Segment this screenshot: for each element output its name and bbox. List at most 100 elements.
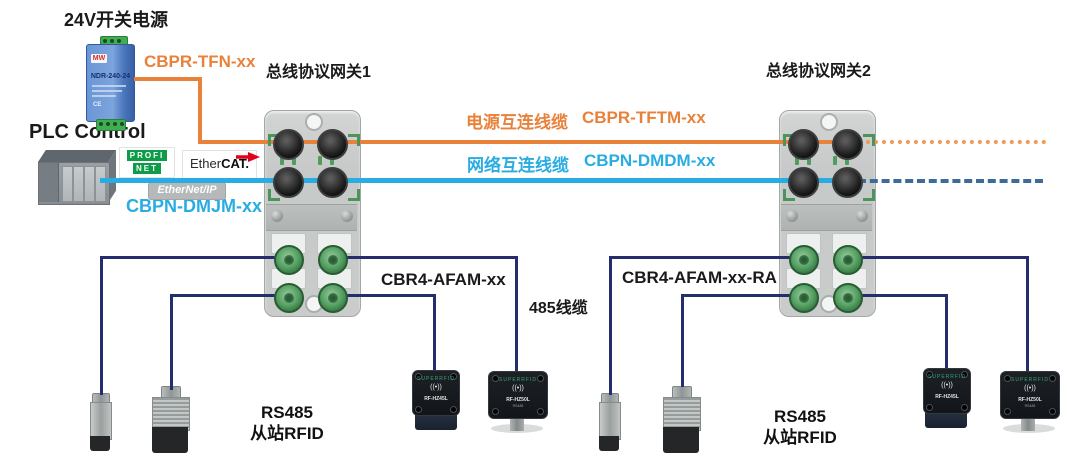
rs485-line — [100, 256, 103, 395]
gateway2-power-port-right — [832, 129, 863, 160]
rs485-caption-line2: 从站RFID — [250, 424, 324, 444]
rfid-reader-square-bracket: SUPERRFID ((•)) RF-HZ45L — [412, 370, 460, 416]
power-link-model: CBPR-TFTM-xx — [582, 108, 706, 127]
rs485-line — [609, 256, 802, 259]
reader-mount-bracket — [925, 410, 967, 428]
gateway2-m12-port-1 — [789, 245, 819, 275]
rs485-line — [170, 294, 287, 297]
rs485-caption-line1: RS485 — [774, 407, 826, 426]
rs485-caption-right: RS485 从站RFID — [750, 406, 850, 449]
reader-model-label: RF-HZ45L — [424, 396, 448, 402]
rfid-sensor-cylindrical-small — [88, 388, 112, 454]
profinet-logo: PROFI NET — [119, 147, 175, 178]
rfid-cable-right-label: CBR4-AFAM-xx-RA — [622, 268, 777, 287]
ethercat-logo: EtherCAT. — [182, 150, 260, 179]
rs485-line — [331, 294, 435, 297]
reader-mount-bracket — [415, 412, 457, 430]
rfid-sensor-cylindrical-large — [663, 382, 701, 454]
gateway2-network-port-right — [832, 167, 863, 198]
reader-pole — [510, 415, 524, 431]
psu-brand-logo: MW — [91, 54, 107, 63]
cable-label-plc: CBPN-DMJM-xx — [126, 196, 263, 216]
network-line-continuation-dashed — [858, 179, 1043, 183]
rs485-line — [170, 294, 173, 390]
reader-model-label: RF-HZ50L — [506, 397, 530, 403]
plc-front-face — [38, 162, 110, 205]
rs485-line — [945, 294, 948, 372]
reader-brand-label: SUPERRFID — [499, 377, 537, 383]
reader-model-label: RF-HZ45L — [935, 394, 959, 400]
gateway1-top-hole — [305, 113, 323, 131]
reader-brand-label: SUPERRFID — [1011, 377, 1049, 383]
psu-terminal-bottom — [96, 119, 126, 131]
gateway2-top-hole — [820, 113, 838, 131]
psu-ce-mark: CE — [93, 102, 102, 108]
gateway2-m12-port-2 — [833, 245, 863, 275]
rfid-reader-square-pole: SUPERRFID ((•)) RF-HZ50L RS485 — [488, 371, 548, 419]
gateway2-m12-port-3 — [789, 283, 819, 313]
gateway2-title: 总线协议网关2 — [766, 63, 871, 80]
plc-top-face — [38, 150, 116, 162]
rs485-caption-line2: 从站RFID — [763, 428, 837, 448]
power-line-continuation-dotted — [858, 140, 1046, 144]
reader-brand-label: SUPERRFID — [417, 376, 455, 382]
rs485-line — [331, 256, 517, 259]
rfid-wave-icon: ((•)) — [430, 384, 442, 391]
gateway2-m12-port-4 — [833, 283, 863, 313]
rs485-line — [100, 256, 287, 259]
rs485-line — [846, 256, 1028, 259]
rs485-line — [1026, 256, 1029, 375]
rfid-cable-left-label: CBR4-AFAM-xx — [381, 270, 506, 289]
network-interconnect-line — [100, 178, 846, 183]
rs485-line — [681, 294, 802, 297]
rs485-line — [433, 294, 436, 374]
gateway2-power-port-left — [788, 129, 819, 160]
rfid-reader-square-pole: SUPERRFID ((•)) RF-HZ50L RS485 — [1000, 371, 1060, 419]
gateway1-m12-port-3 — [274, 283, 304, 313]
gateway1-power-port-left — [273, 129, 304, 160]
rfid-wave-icon: ((•)) — [941, 382, 953, 389]
reader-model-label: RF-HZ50L — [1018, 397, 1042, 403]
power-link-label: 电源互连线缆 — [466, 113, 568, 132]
rfid-reader-square-bracket: SUPERRFID ((•)) RF-HZ45L — [923, 368, 971, 414]
reader-brand-label: SUPERRFID — [928, 374, 966, 380]
gateway2-network-port-left — [788, 167, 819, 198]
reader-sub-label: RS485 — [512, 404, 524, 408]
rfid-wave-icon: ((•)) — [1024, 385, 1036, 392]
rs485-line — [681, 294, 684, 387]
gateway1-title: 总线协议网关1 — [266, 64, 371, 81]
ethercat-logo-text: Ether — [189, 156, 222, 171]
rs485-caption-line1: RS485 — [261, 403, 313, 422]
gateway1-m12-port-4 — [318, 283, 348, 313]
power-supply-title: 24V开关电源 — [64, 10, 169, 30]
net-link-model: CBPN-DMDM-xx — [584, 151, 716, 170]
rs485-cable-label: 485线缆 — [529, 300, 588, 317]
ethercat-logo-bold: CAT. — [221, 156, 249, 171]
gateway1-power-port-right — [317, 129, 348, 160]
profinet-logo-row2: NET — [133, 163, 161, 174]
plc-side-face — [108, 150, 116, 203]
ethercat-arrow-icon — [236, 152, 260, 162]
plc-title: PLC Control — [29, 121, 146, 143]
rs485-caption-left: RS485 从站RFID — [237, 402, 337, 445]
rs485-line — [609, 256, 612, 395]
ethernet-ip-logo: EtherNet/IP — [148, 182, 226, 200]
psu-model-label: NDR-240-24 — [90, 73, 131, 80]
rfid-sensor-cylindrical-large — [152, 382, 190, 454]
psu-body: MW NDR-240-24 CE — [86, 44, 135, 122]
rfid-wave-icon: ((•)) — [512, 385, 524, 392]
power-interconnect-line — [198, 140, 846, 144]
cable-label-psu: CBPR-TFN-xx — [144, 52, 256, 71]
rs485-line — [515, 256, 518, 374]
psu-power-cable-h — [134, 77, 202, 81]
rs485-line — [846, 294, 947, 297]
profinet-logo-row1: PROFI — [126, 150, 168, 161]
net-link-label: 网络互连线缆 — [467, 156, 569, 175]
gateway1-m12-port-2 — [318, 245, 348, 275]
reader-sub-label: RS485 — [1024, 404, 1036, 408]
psu-power-cable-v — [198, 77, 202, 144]
rfid-sensor-cylindrical-small — [597, 388, 621, 454]
gateway1-m12-port-1 — [274, 245, 304, 275]
reader-pole — [1021, 415, 1035, 431]
